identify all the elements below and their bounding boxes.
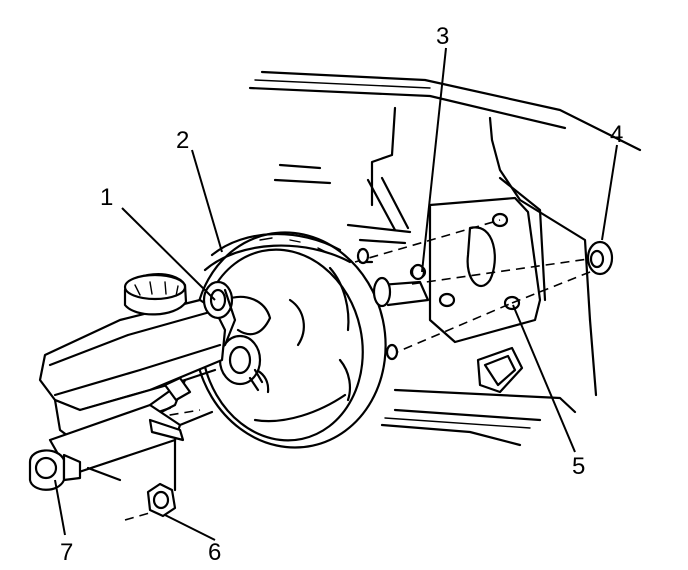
callout-3: 3 — [436, 23, 449, 50]
leader-lines — [54, 47, 618, 541]
master-cylinder-nut-6 — [146, 482, 177, 518]
callout-7: 7 — [60, 539, 73, 566]
callout-2: 2 — [176, 127, 189, 154]
callout-6: 6 — [208, 539, 221, 566]
mounting-nut-4 — [586, 240, 614, 276]
callout-4: 4 — [610, 121, 623, 148]
alignment-lines — [124, 219, 601, 521]
callout-5: 5 — [572, 453, 585, 480]
firewall-structure — [248, 70, 642, 447]
callout-1: 1 — [100, 184, 113, 211]
brake-booster — [193, 231, 430, 449]
